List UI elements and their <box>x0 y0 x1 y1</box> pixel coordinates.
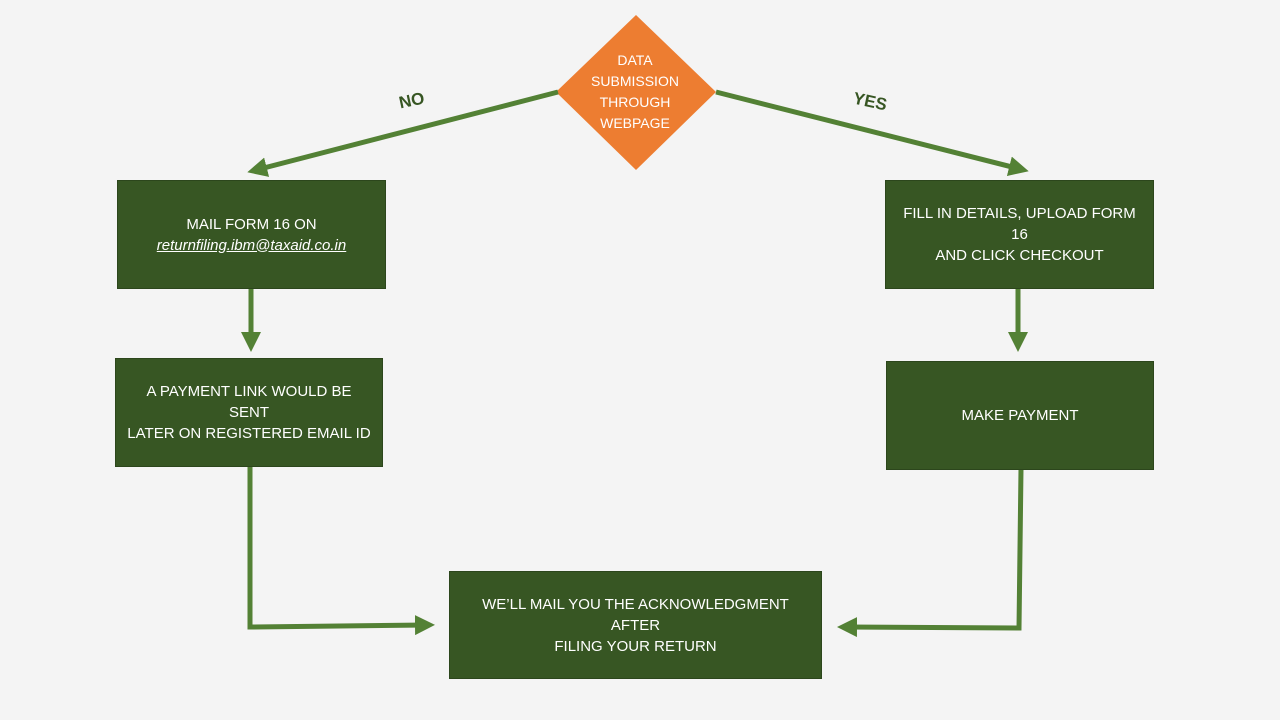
fill-details-line-1: FILL IN DETAILS, UPLOAD FORM 16 <box>903 205 1136 243</box>
make-payment-box: MAKE PAYMENT <box>886 361 1154 470</box>
email-link[interactable]: returnfiling.ibm@taxaid.co.in <box>156 236 347 254</box>
yes-path-arrow-to-final <box>837 468 1024 638</box>
acknowledgment-line-1: WE’LL MAIL YOU THE ACKNOWLEDGMENT AFTER <box>482 595 789 634</box>
no-arrow <box>247 89 559 177</box>
yes-arrow <box>715 89 1029 176</box>
acknowledgment-box: WE’LL MAIL YOU THE ACKNOWLEDGMENT AFTER … <box>449 571 822 679</box>
decision-diamond <box>556 15 716 170</box>
mail-form-box: MAIL FORM 16 ON returnfiling.ibm@taxaid.… <box>117 180 386 289</box>
make-payment-text: MAKE PAYMENT <box>961 407 1079 424</box>
payment-link-line-2: LATER ON REGISTERED EMAIL ID <box>127 425 371 442</box>
no-path-arrow-to-final <box>247 466 435 636</box>
mail-form-text: MAIL FORM 16 ON <box>186 215 317 233</box>
acknowledgment-line-2: FILING YOUR RETURN <box>554 637 717 655</box>
decision-line-2: SUBMISSION <box>591 73 679 89</box>
fill-details-box: FILL IN DETAILS, UPLOAD FORM 16 AND CLIC… <box>885 180 1154 289</box>
payment-link-box: A PAYMENT LINK WOULD BE SENT LATER ON RE… <box>115 358 383 467</box>
payment-link-line-1: A PAYMENT LINK WOULD BE SENT <box>146 383 352 421</box>
decision-line-4: WEBPAGE <box>600 115 670 131</box>
decision-line-1: DATA <box>617 52 653 68</box>
decision-line-3: THROUGH <box>599 94 671 110</box>
decision-label: DATA SUBMISSION THROUGH WEBPAGE <box>575 50 695 134</box>
fill-details-line-2: AND CLICK CHECKOUT <box>935 247 1104 264</box>
